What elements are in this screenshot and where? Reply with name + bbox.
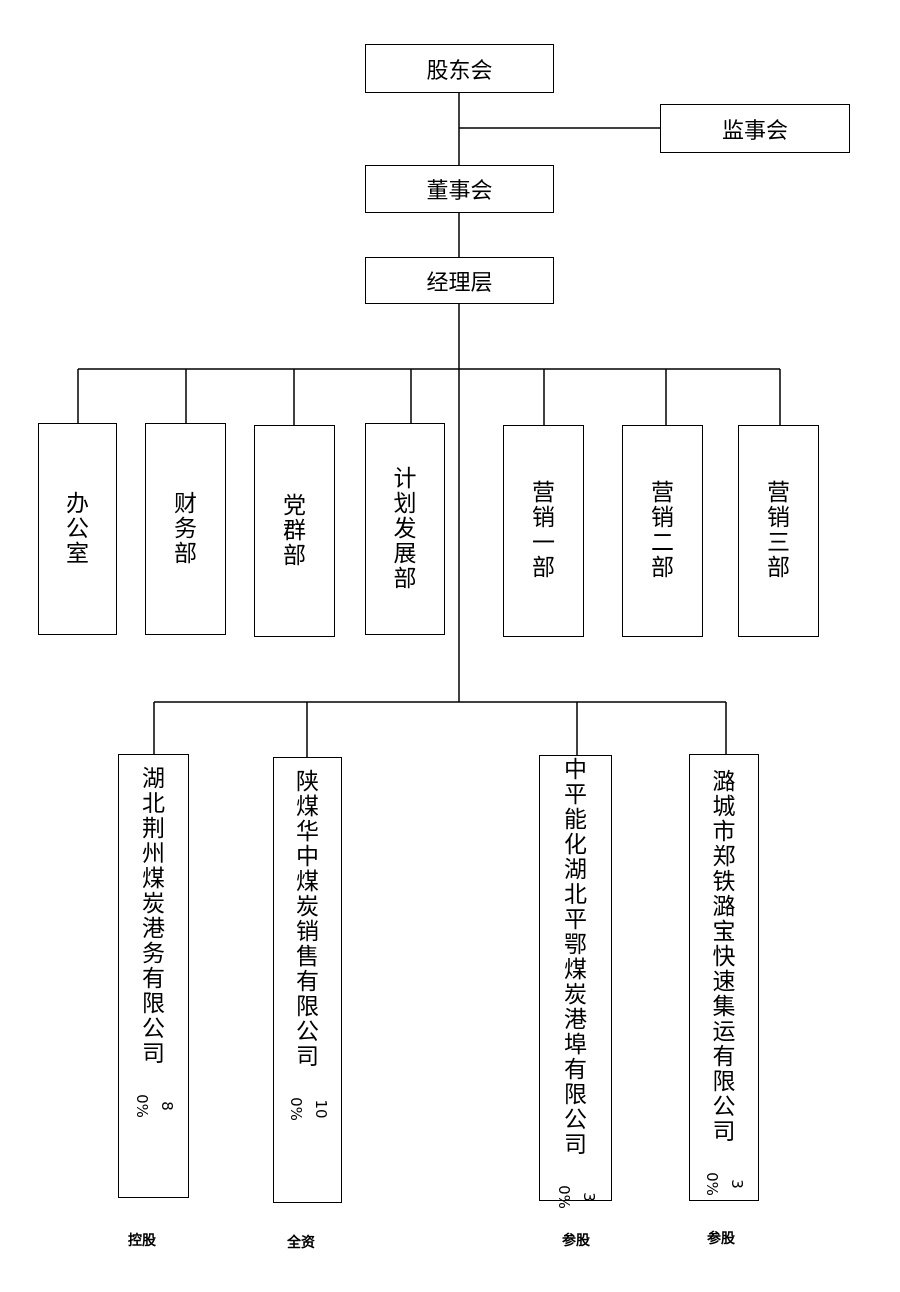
department-box: 营销二部: [622, 425, 703, 637]
department-label: 计划发展部: [393, 465, 417, 592]
department-label: 办公室: [66, 490, 89, 567]
subsidiary-percent: 30%: [554, 1185, 598, 1209]
shareholders-label: 股东会: [426, 58, 493, 84]
relation-note: 控股: [128, 1233, 156, 1249]
department-label: 财务部: [174, 490, 197, 567]
board-label: 董事会: [426, 179, 493, 204]
department-label: 营销三部: [767, 480, 790, 581]
department-box: 营销三部: [738, 425, 819, 637]
subsidiary-percent: 80%: [132, 1094, 176, 1118]
subsidiary-name: 陕煤华中煤炭销售有限公司: [296, 769, 319, 1070]
relation-note: 全资: [287, 1235, 315, 1251]
subsidiary-percent: 30%: [703, 1172, 746, 1196]
department-label: 营销一部: [532, 480, 555, 581]
board-box: 董事会: [365, 165, 554, 213]
subsidiary-box: 潞城市郑铁潞宝快速集运有限公司 30%: [689, 754, 759, 1201]
relation-note: 参股: [707, 1231, 735, 1247]
supervisors-label: 监事会: [721, 118, 788, 144]
subsidiary-box: 湖北荆州煤炭港务有限公司 80%: [118, 754, 189, 1198]
management-label: 经理层: [426, 270, 493, 296]
subsidiary-percent: 100%: [286, 1097, 330, 1121]
subsidiary-name: 湖北荆州煤炭港务有限公司: [142, 766, 165, 1067]
department-box: 办公室: [38, 423, 117, 635]
shareholders-box: 股东会: [365, 44, 554, 93]
subsidiary-box: 陕煤华中煤炭销售有限公司 100%: [273, 757, 342, 1203]
department-box: 党群部: [254, 425, 335, 637]
subsidiary-box: 中平能化湖北平鄂煤炭港埠有限公司 30%: [539, 755, 612, 1209]
department-box: 营销一部: [503, 425, 584, 637]
department-label: 党群部: [283, 492, 306, 569]
subsidiary-name: 中平能化湖北平鄂煤炭港埠有限公司: [564, 757, 587, 1158]
relation-note: 参股: [562, 1233, 590, 1249]
subsidiary-name: 潞城市郑铁潞宝快速集运有限公司: [712, 769, 736, 1145]
department-box: 计划发展部: [365, 423, 445, 635]
supervisors-box: 监事会: [660, 104, 850, 153]
department-label: 营销二部: [651, 480, 674, 581]
management-box: 经理层: [365, 257, 554, 304]
department-box: 财务部: [145, 423, 226, 635]
